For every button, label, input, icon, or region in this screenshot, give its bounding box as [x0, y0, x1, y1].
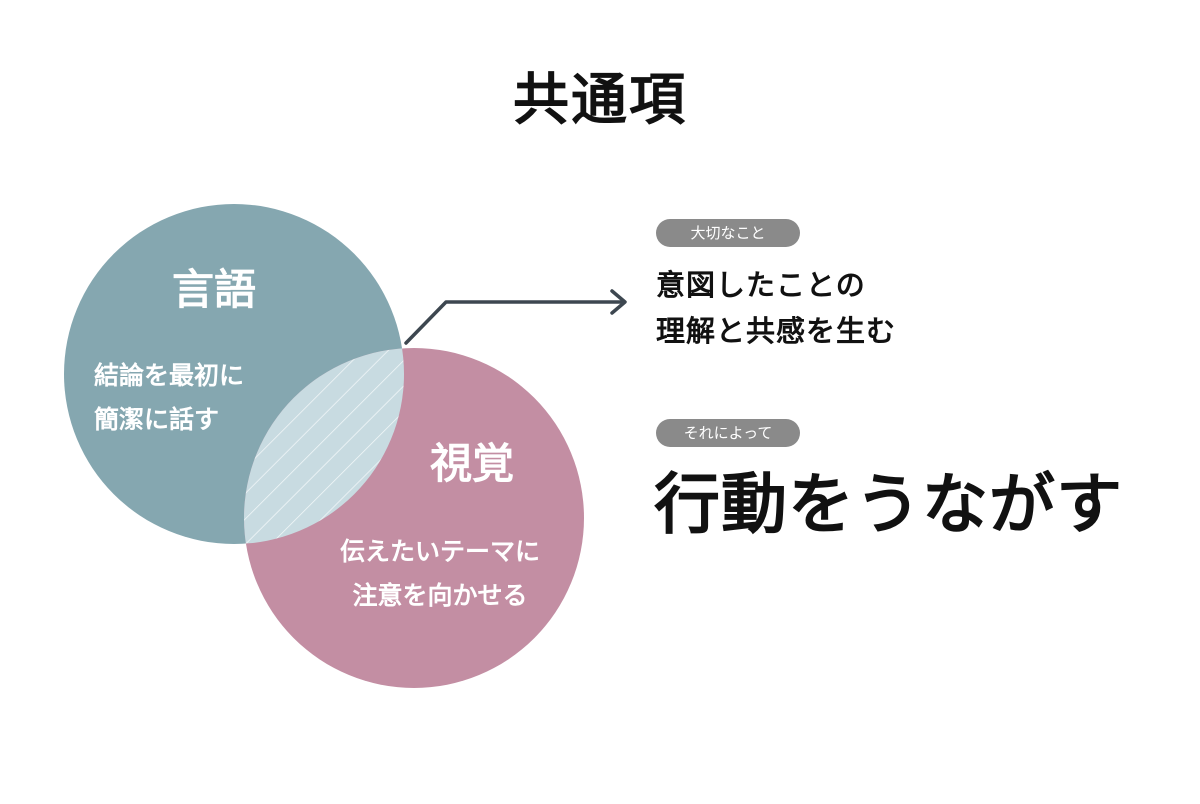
- visual-circle-title: 視覚: [429, 439, 514, 488]
- language-desc-line: 簡潔に話す: [94, 405, 220, 434]
- result-text: 行動をうながす: [654, 466, 1123, 543]
- point-text: 意図したことの 理解と共感を生む: [656, 262, 1076, 354]
- result-tag: それによって: [656, 419, 800, 447]
- visual-circle-description: 伝えたいテーマに 注意を向かせる: [290, 530, 590, 618]
- arrow-right-icon: [404, 289, 627, 345]
- language-circle-description: 結論を最初に 簡潔に話す: [74, 354, 314, 442]
- point-line: 理解と共感を生む: [656, 314, 897, 348]
- point-line: 意図したことの: [656, 268, 866, 302]
- overlap-region: [244, 348, 404, 544]
- point-tag: 大切なこと: [656, 219, 800, 247]
- visual-desc-line: 伝えたいテーマに: [339, 537, 540, 566]
- page-title: 共通項: [513, 68, 687, 133]
- language-desc-line: 結論を最初に: [94, 361, 245, 390]
- visual-desc-line: 注意を向かせる: [352, 581, 528, 610]
- language-circle-title: 言語: [171, 265, 256, 314]
